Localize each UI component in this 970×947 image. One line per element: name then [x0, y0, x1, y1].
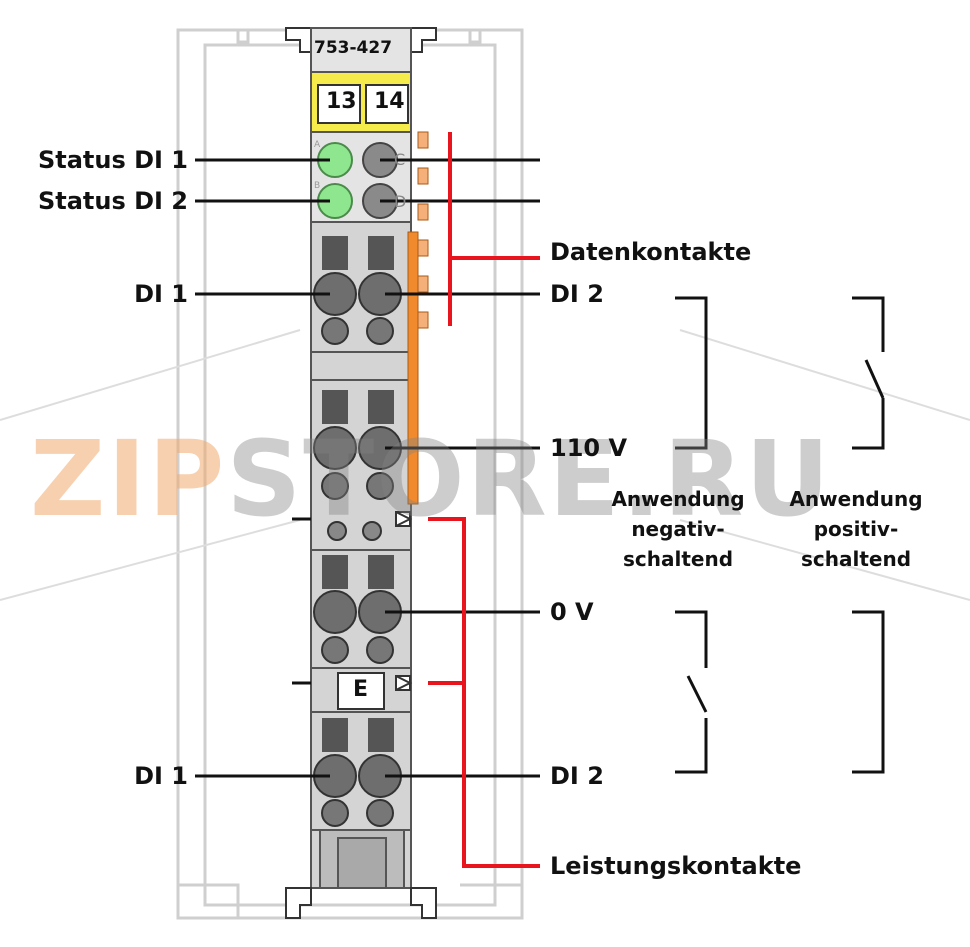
label-110v: 110 V [550, 434, 628, 462]
led-c-label: C [394, 150, 406, 169]
led-a-label: A [314, 140, 321, 150]
label-leistungskontakte: Leistungskontakte [550, 852, 802, 880]
terminal-clamps [313, 236, 402, 827]
terminal-14: 14 [374, 89, 405, 114]
watermark: ZIPSTORE.RU [30, 418, 832, 540]
terminal-13: 13 [326, 89, 357, 114]
label-di2-top: DI 2 [550, 280, 604, 308]
label-anwendung-negativ: Anwendung negativ- schaltend [598, 484, 758, 574]
label-status-di1: Status DI 1 [37, 146, 188, 174]
anw-pos-line3: schaltend [800, 547, 912, 571]
watermark-rays [0, 329, 970, 601]
anw-pos-line2: positiv- [813, 517, 899, 541]
label-di2-bottom: DI 2 [550, 762, 604, 790]
watermark-part2: STORE.RU [226, 418, 832, 540]
led-b-label: B [314, 181, 321, 191]
label-datenkontakte: Datenkontakte [550, 238, 752, 266]
anw-neg-line2: negativ- [631, 517, 725, 541]
anw-neg-line3: schaltend [622, 547, 734, 571]
label-di1-top: DI 1 [134, 280, 188, 308]
label-0v: 0 V [550, 598, 594, 626]
watermark-part1: ZIP [30, 418, 227, 540]
part-number: 753-427 [314, 38, 393, 58]
red-lines [428, 132, 540, 868]
anw-neg-line1: Anwendung [611, 487, 745, 511]
led-d-label: D [394, 192, 407, 211]
label-di1-bottom: DI 1 [134, 762, 188, 790]
anw-pos-line1: Anwendung [789, 487, 923, 511]
label-anwendung-positiv: Anwendung positiv- schaltend [776, 484, 936, 574]
e-marker: E [353, 677, 369, 702]
switch-symbols [675, 296, 885, 774]
label-status-di2: Status DI 2 [37, 187, 188, 215]
